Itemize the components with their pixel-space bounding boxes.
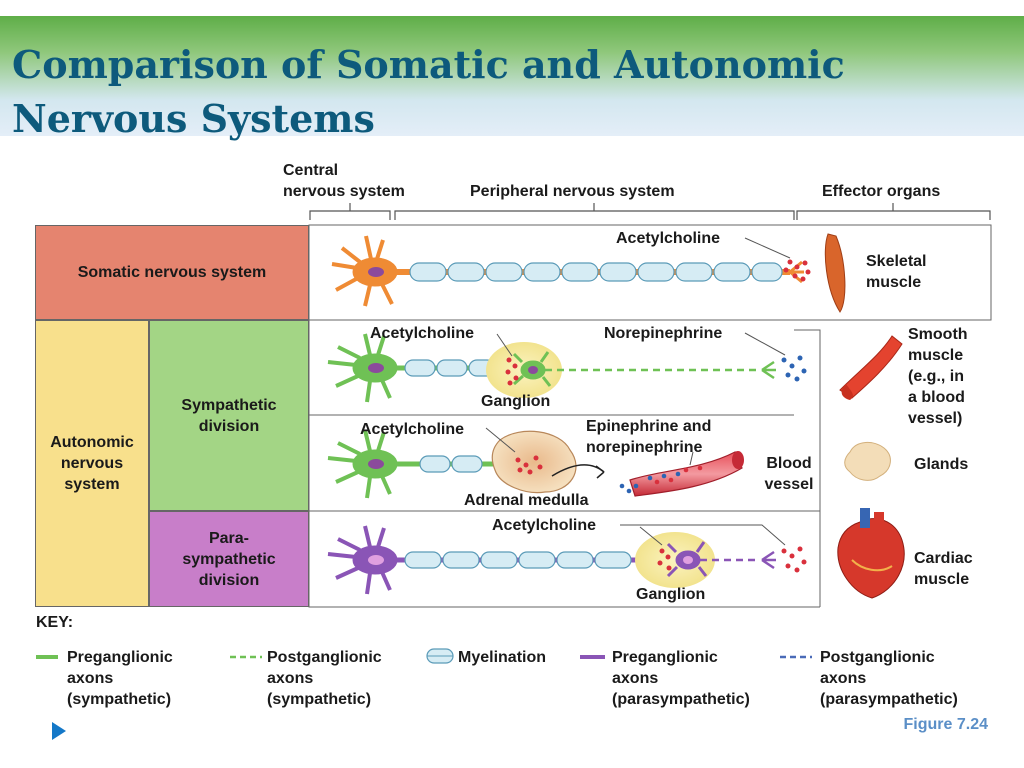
header-central: Central nervous system (283, 162, 405, 200)
effector-glands: Glands (914, 456, 969, 473)
effector-smooth: Smooth muscle (e.g., in a blood vessel) (908, 326, 968, 427)
somatic-myelin (409, 262, 783, 282)
sympathetic-row-label: Sympathetic division (149, 320, 309, 511)
label-ach-symp: Acetylcholine (370, 325, 475, 342)
autonomic-label-text: Autonomic nervous system (50, 434, 134, 493)
key-pre-symp: Preganglionic axons (sympathetic) (67, 649, 173, 708)
figure-caption: Figure 7.24 (903, 716, 988, 733)
autonomic-row-label: Autonomic nervous system (35, 320, 149, 607)
somatic-ach-dots (783, 259, 811, 282)
key-pre-para: Preganglionic axons (parasympathetic) (612, 649, 750, 708)
key-post-para: Postganglionic axons (parasympathetic) (820, 649, 958, 708)
skeletal-muscle-icon (824, 233, 846, 313)
title-band: Comparison of Somatic and Autonomic Nerv… (0, 16, 1024, 141)
effector-skeletal: Skeletal muscle (866, 253, 927, 291)
label-ganglion-symp: Ganglion (481, 393, 551, 410)
label-ach-adrenal: Acetylcholine (360, 421, 465, 438)
effector-cardiac: Cardiac muscle (914, 550, 973, 588)
somatic-label-text: Somatic nervous system (77, 264, 267, 281)
label-ganglion-para: Ganglion (636, 586, 706, 603)
para-ganglion (635, 532, 715, 588)
parasympathetic-label-text: Para- sympathetic division (182, 529, 276, 589)
blood-vessel-shape (629, 451, 743, 497)
parasympathetic-row-label: Para- sympathetic division (149, 511, 309, 607)
cardiac-muscle-icon (837, 508, 905, 599)
label-blood-vessel: Blood vessel (764, 455, 814, 493)
header-effectors: Effector organs (822, 183, 941, 200)
key-heading: KEY: (36, 614, 74, 631)
adrenal-medulla-shape (491, 430, 577, 494)
key-myelination: Myelination (458, 649, 547, 666)
slide-title: Comparison of Somatic and Autonomic Nerv… (12, 42, 845, 141)
somatic-nucleus (368, 267, 384, 277)
next-slide-arrow-icon[interactable] (52, 722, 66, 740)
label-adrenal-medulla: Adrenal medulla (464, 492, 589, 509)
somatic-ach-leader (744, 237, 791, 259)
label-norepinephrine: Norepinephrine (604, 325, 723, 342)
label-ach-para: Acetylcholine (492, 517, 597, 534)
key-post-symp: Postganglionic axons (sympathetic) (267, 649, 382, 708)
somatic-row-label: Somatic nervous system (35, 225, 309, 320)
glands-icon (844, 442, 891, 481)
label-ach-somatic: Acetylcholine (616, 230, 721, 247)
sympathetic-label-text: Sympathetic division (181, 396, 277, 435)
header-peripheral: Peripheral nervous system (470, 183, 675, 200)
label-epi-norepi: Epinephrine and norepinephrine (586, 418, 712, 456)
top-band (0, 0, 1024, 16)
smooth-muscle-icon (839, 335, 903, 399)
